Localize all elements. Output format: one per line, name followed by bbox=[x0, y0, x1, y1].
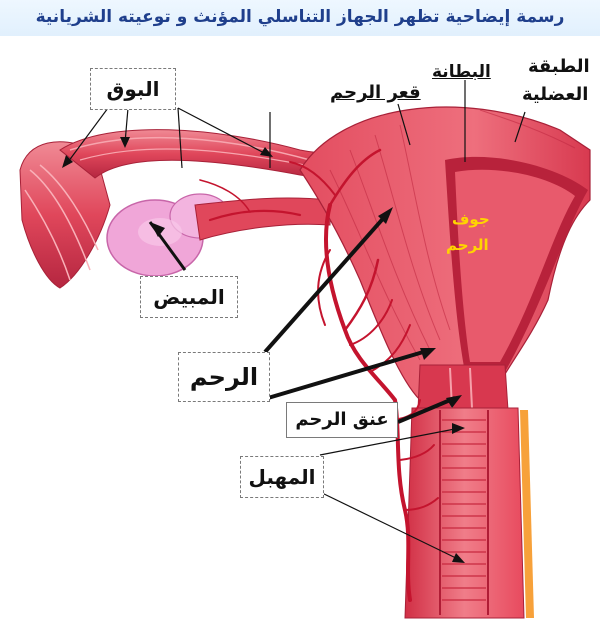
muscle-layer-label-line2: العضلية bbox=[522, 84, 588, 105]
fundus-label: قعر الرحم bbox=[330, 82, 421, 103]
muscle-layer-label-line1: الطبقة bbox=[528, 56, 590, 77]
ovary-label: المبيض bbox=[140, 276, 238, 318]
uterine-cavity-shape bbox=[455, 170, 575, 362]
vagina-label: المهبل bbox=[240, 456, 324, 498]
uterine-cavity-label-line2: الرحم bbox=[446, 236, 489, 254]
cervix-label: عنق الرحم bbox=[286, 402, 398, 438]
endometrium-label: البطانة bbox=[432, 62, 491, 82]
uterine-cavity-label-line1: جوف bbox=[452, 210, 490, 228]
fallopian-tube-label: البوق bbox=[90, 68, 176, 110]
vagina-shape bbox=[405, 408, 534, 618]
cervix-shape bbox=[418, 365, 508, 410]
uterus-label: الرحم bbox=[178, 352, 270, 402]
